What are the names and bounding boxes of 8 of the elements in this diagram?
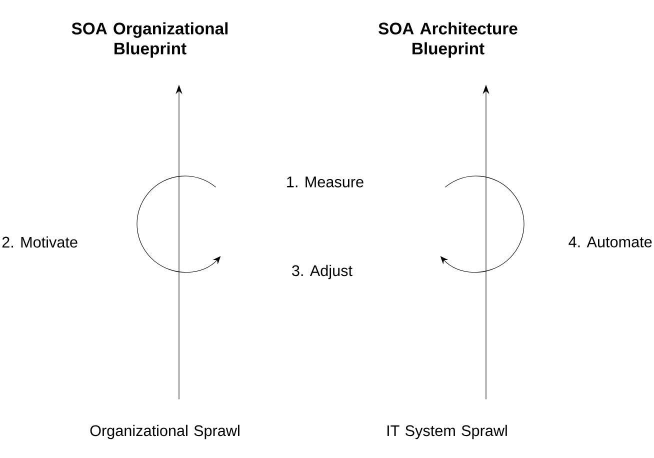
step-label: 4. Automate [568,236,652,248]
axis-label: Organizational Sprawl [90,424,240,440]
step-label: 3. Adjust [292,264,352,280]
step-label: 1. Measure [287,176,364,188]
title: SOA Organizational Blueprint [72,22,228,58]
axis-label: IT System Sprawl [388,424,507,440]
step-label: 2. Motivate [2,236,78,248]
title: SOA Architecture Blueprint [378,22,518,58]
